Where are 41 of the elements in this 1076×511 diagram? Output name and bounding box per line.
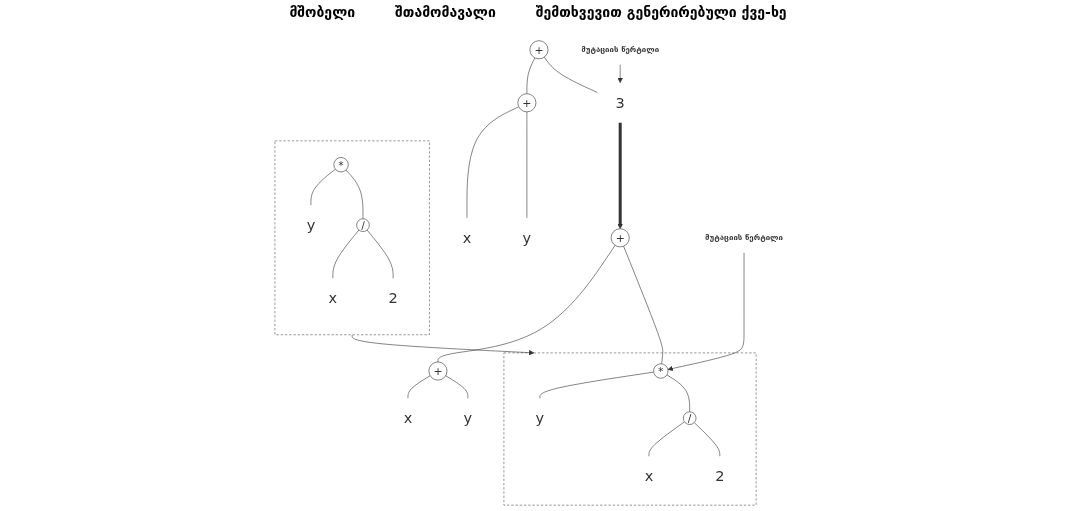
cluster xyxy=(503,352,757,506)
node-text: x xyxy=(403,409,413,427)
connector xyxy=(310,168,336,206)
node-circle: + xyxy=(517,93,537,113)
connector xyxy=(666,374,690,413)
connector xyxy=(693,422,721,457)
connector xyxy=(623,245,664,365)
connector xyxy=(445,375,469,399)
caption-text: შემთხვევით გენერირებული ქვე-ხე xyxy=(535,4,787,22)
node-circle: / xyxy=(356,218,370,232)
caption-text: შთამომავალი xyxy=(395,4,496,22)
node-text: 2 xyxy=(715,467,725,485)
node-circle: / xyxy=(683,411,697,425)
connector xyxy=(466,106,519,219)
node-text: 2 xyxy=(388,289,398,307)
connector xyxy=(407,375,431,399)
connector xyxy=(539,371,654,399)
node-text: y xyxy=(522,229,532,247)
connector xyxy=(526,111,528,219)
connector xyxy=(437,245,616,363)
node-circle: + xyxy=(428,361,448,381)
node-text: y xyxy=(463,409,473,427)
connector xyxy=(332,229,360,279)
connector xyxy=(526,57,536,94)
node-text: x xyxy=(462,229,472,247)
node-text: y xyxy=(306,216,316,234)
connector xyxy=(648,421,685,457)
caption-text: მშობელი xyxy=(289,4,356,22)
connector xyxy=(543,56,598,93)
connector xyxy=(366,229,394,279)
node-text: x xyxy=(328,289,338,307)
cluster xyxy=(274,140,430,336)
node-circle: * xyxy=(333,157,349,173)
node-text: x xyxy=(644,467,654,485)
node-circle: * xyxy=(653,363,669,379)
connector xyxy=(345,169,364,220)
node-circle: + xyxy=(610,228,630,248)
node-text: 3 xyxy=(615,94,625,112)
node-text: y xyxy=(535,409,545,427)
arrow xyxy=(617,122,623,229)
node-circle: + xyxy=(529,40,549,60)
